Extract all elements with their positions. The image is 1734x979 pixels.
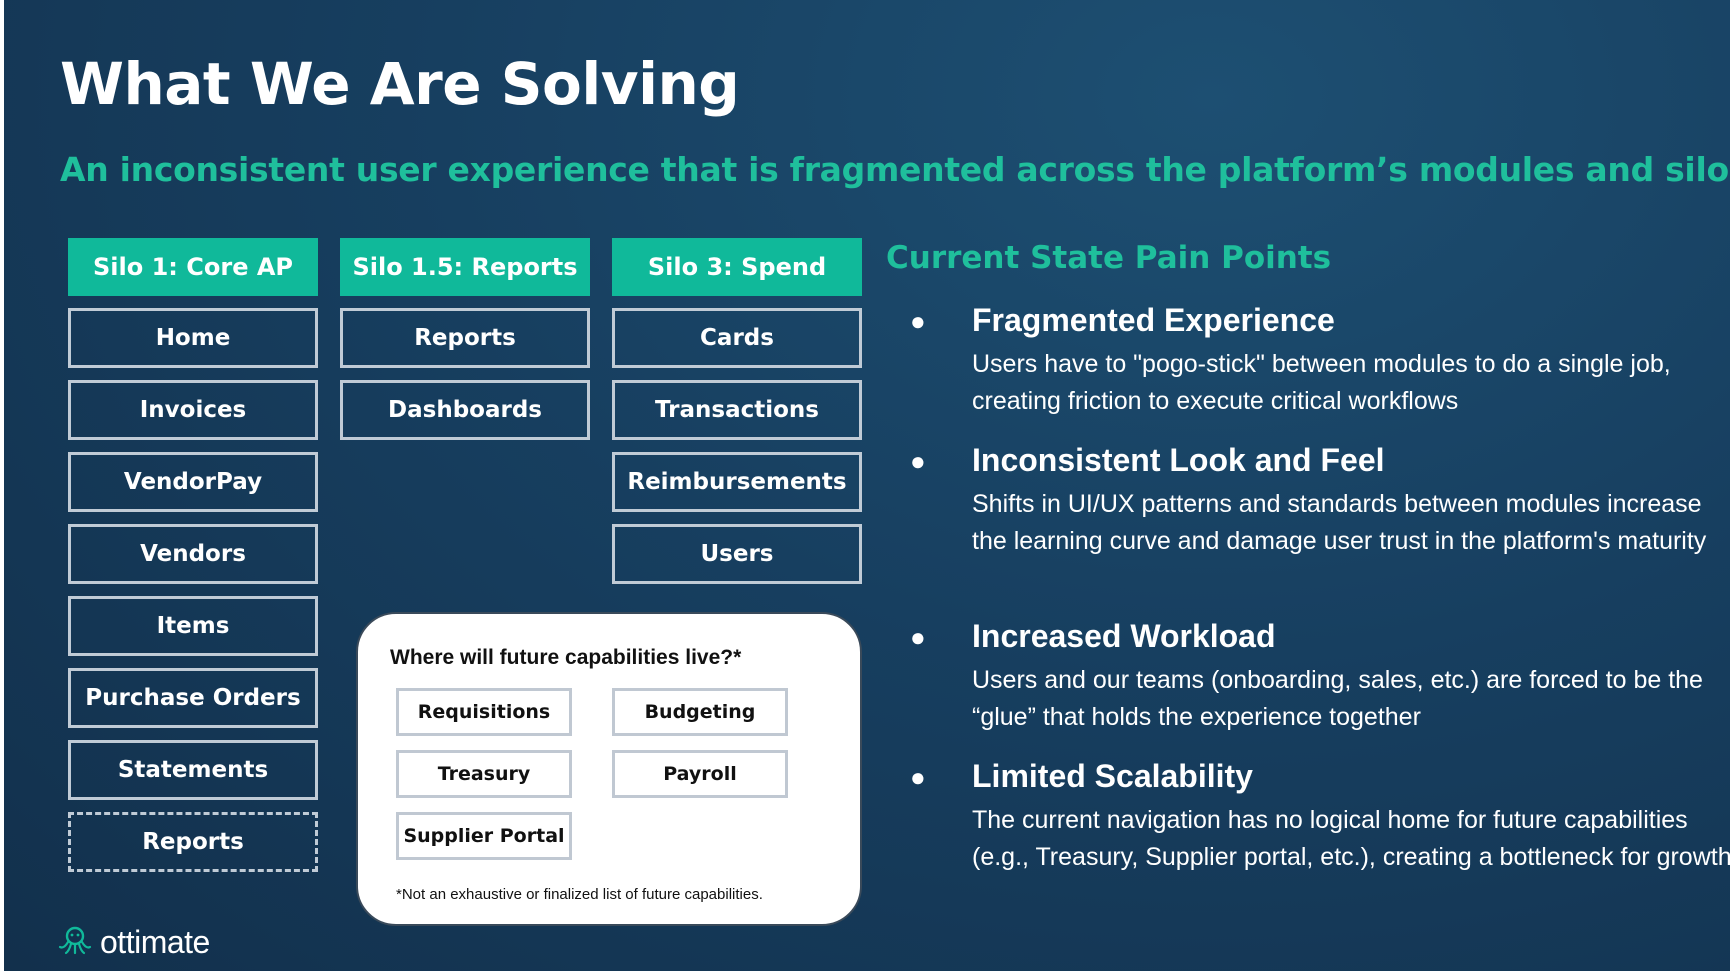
module-box-home: Home	[68, 308, 318, 368]
future-capabilities-question: Where will future capabilities live?*	[390, 646, 742, 669]
silo-column-spend: Silo 3: Spend Cards Transactions Reimbur…	[612, 238, 862, 584]
module-box-purchase-orders: Purchase Orders	[68, 668, 318, 728]
module-box-cards: Cards	[612, 308, 862, 368]
silo-header: Silo 1: Core AP	[68, 238, 318, 296]
future-capabilities-footnote: *Not an exhaustive or finalized list of …	[396, 886, 763, 903]
pain-point-heading: Limited Scalability	[972, 758, 1253, 794]
bullet-icon: ●	[910, 306, 926, 336]
brand-name: ottimate	[100, 924, 210, 960]
module-box-transactions: Transactions	[612, 380, 862, 440]
silo-column-core-ap: Silo 1: Core AP Home Invoices VendorPay …	[68, 238, 318, 872]
capability-box-supplier-portal: Supplier Portal	[396, 812, 572, 860]
bullet-icon: ●	[910, 762, 926, 792]
module-box-reports-dashed: Reports	[68, 812, 318, 872]
module-box-reimbursements: Reimbursements	[612, 452, 862, 512]
pain-point-description: Shifts in UI/UX patterns and standards b…	[972, 490, 1707, 555]
octopus-icon	[58, 925, 92, 960]
module-box-invoices: Invoices	[68, 380, 318, 440]
capability-box-treasury: Treasury	[396, 750, 572, 798]
module-box-vendorpay: VendorPay	[68, 452, 318, 512]
brand-logo: ottimate	[58, 924, 210, 961]
silo-header: Silo 1.5: Reports	[340, 238, 590, 296]
module-box-reports: Reports	[340, 308, 590, 368]
pain-points-title: Current State Pain Points	[886, 240, 1332, 276]
pain-point-heading: Inconsistent Look and Feel	[972, 442, 1385, 478]
bullet-icon: ●	[910, 446, 926, 476]
pain-point-heading: Increased Workload	[972, 618, 1276, 654]
module-box-vendors: Vendors	[68, 524, 318, 584]
slide-title: What We Are Solving	[60, 50, 740, 118]
bullet-icon: ●	[910, 622, 926, 652]
pain-point-heading: Fragmented Experience	[972, 302, 1335, 338]
future-capabilities-card: Where will future capabilities live?* Re…	[356, 612, 862, 926]
slide-subtitle: An inconsistent user experience that is …	[60, 150, 1730, 189]
module-box-statements: Statements	[68, 740, 318, 800]
capability-box-budgeting: Budgeting	[612, 688, 788, 736]
module-box-items: Items	[68, 596, 318, 656]
module-box-dashboards: Dashboards	[340, 380, 590, 440]
slide: What We Are Solving An inconsistent user…	[4, 0, 1730, 971]
module-box-users: Users	[612, 524, 862, 584]
capability-box-requisitions: Requisitions	[396, 688, 572, 736]
silo-column-reports: Silo 1.5: Reports Reports Dashboards	[340, 238, 590, 440]
pain-point-description: Users and our teams (onboarding, sales, …	[972, 666, 1703, 731]
silo-header: Silo 3: Spend	[612, 238, 862, 296]
pain-point-description: Users have to "pogo-stick" between modul…	[972, 350, 1671, 415]
pain-point-description: The current navigation has no logical ho…	[972, 806, 1730, 871]
capability-box-payroll: Payroll	[612, 750, 788, 798]
